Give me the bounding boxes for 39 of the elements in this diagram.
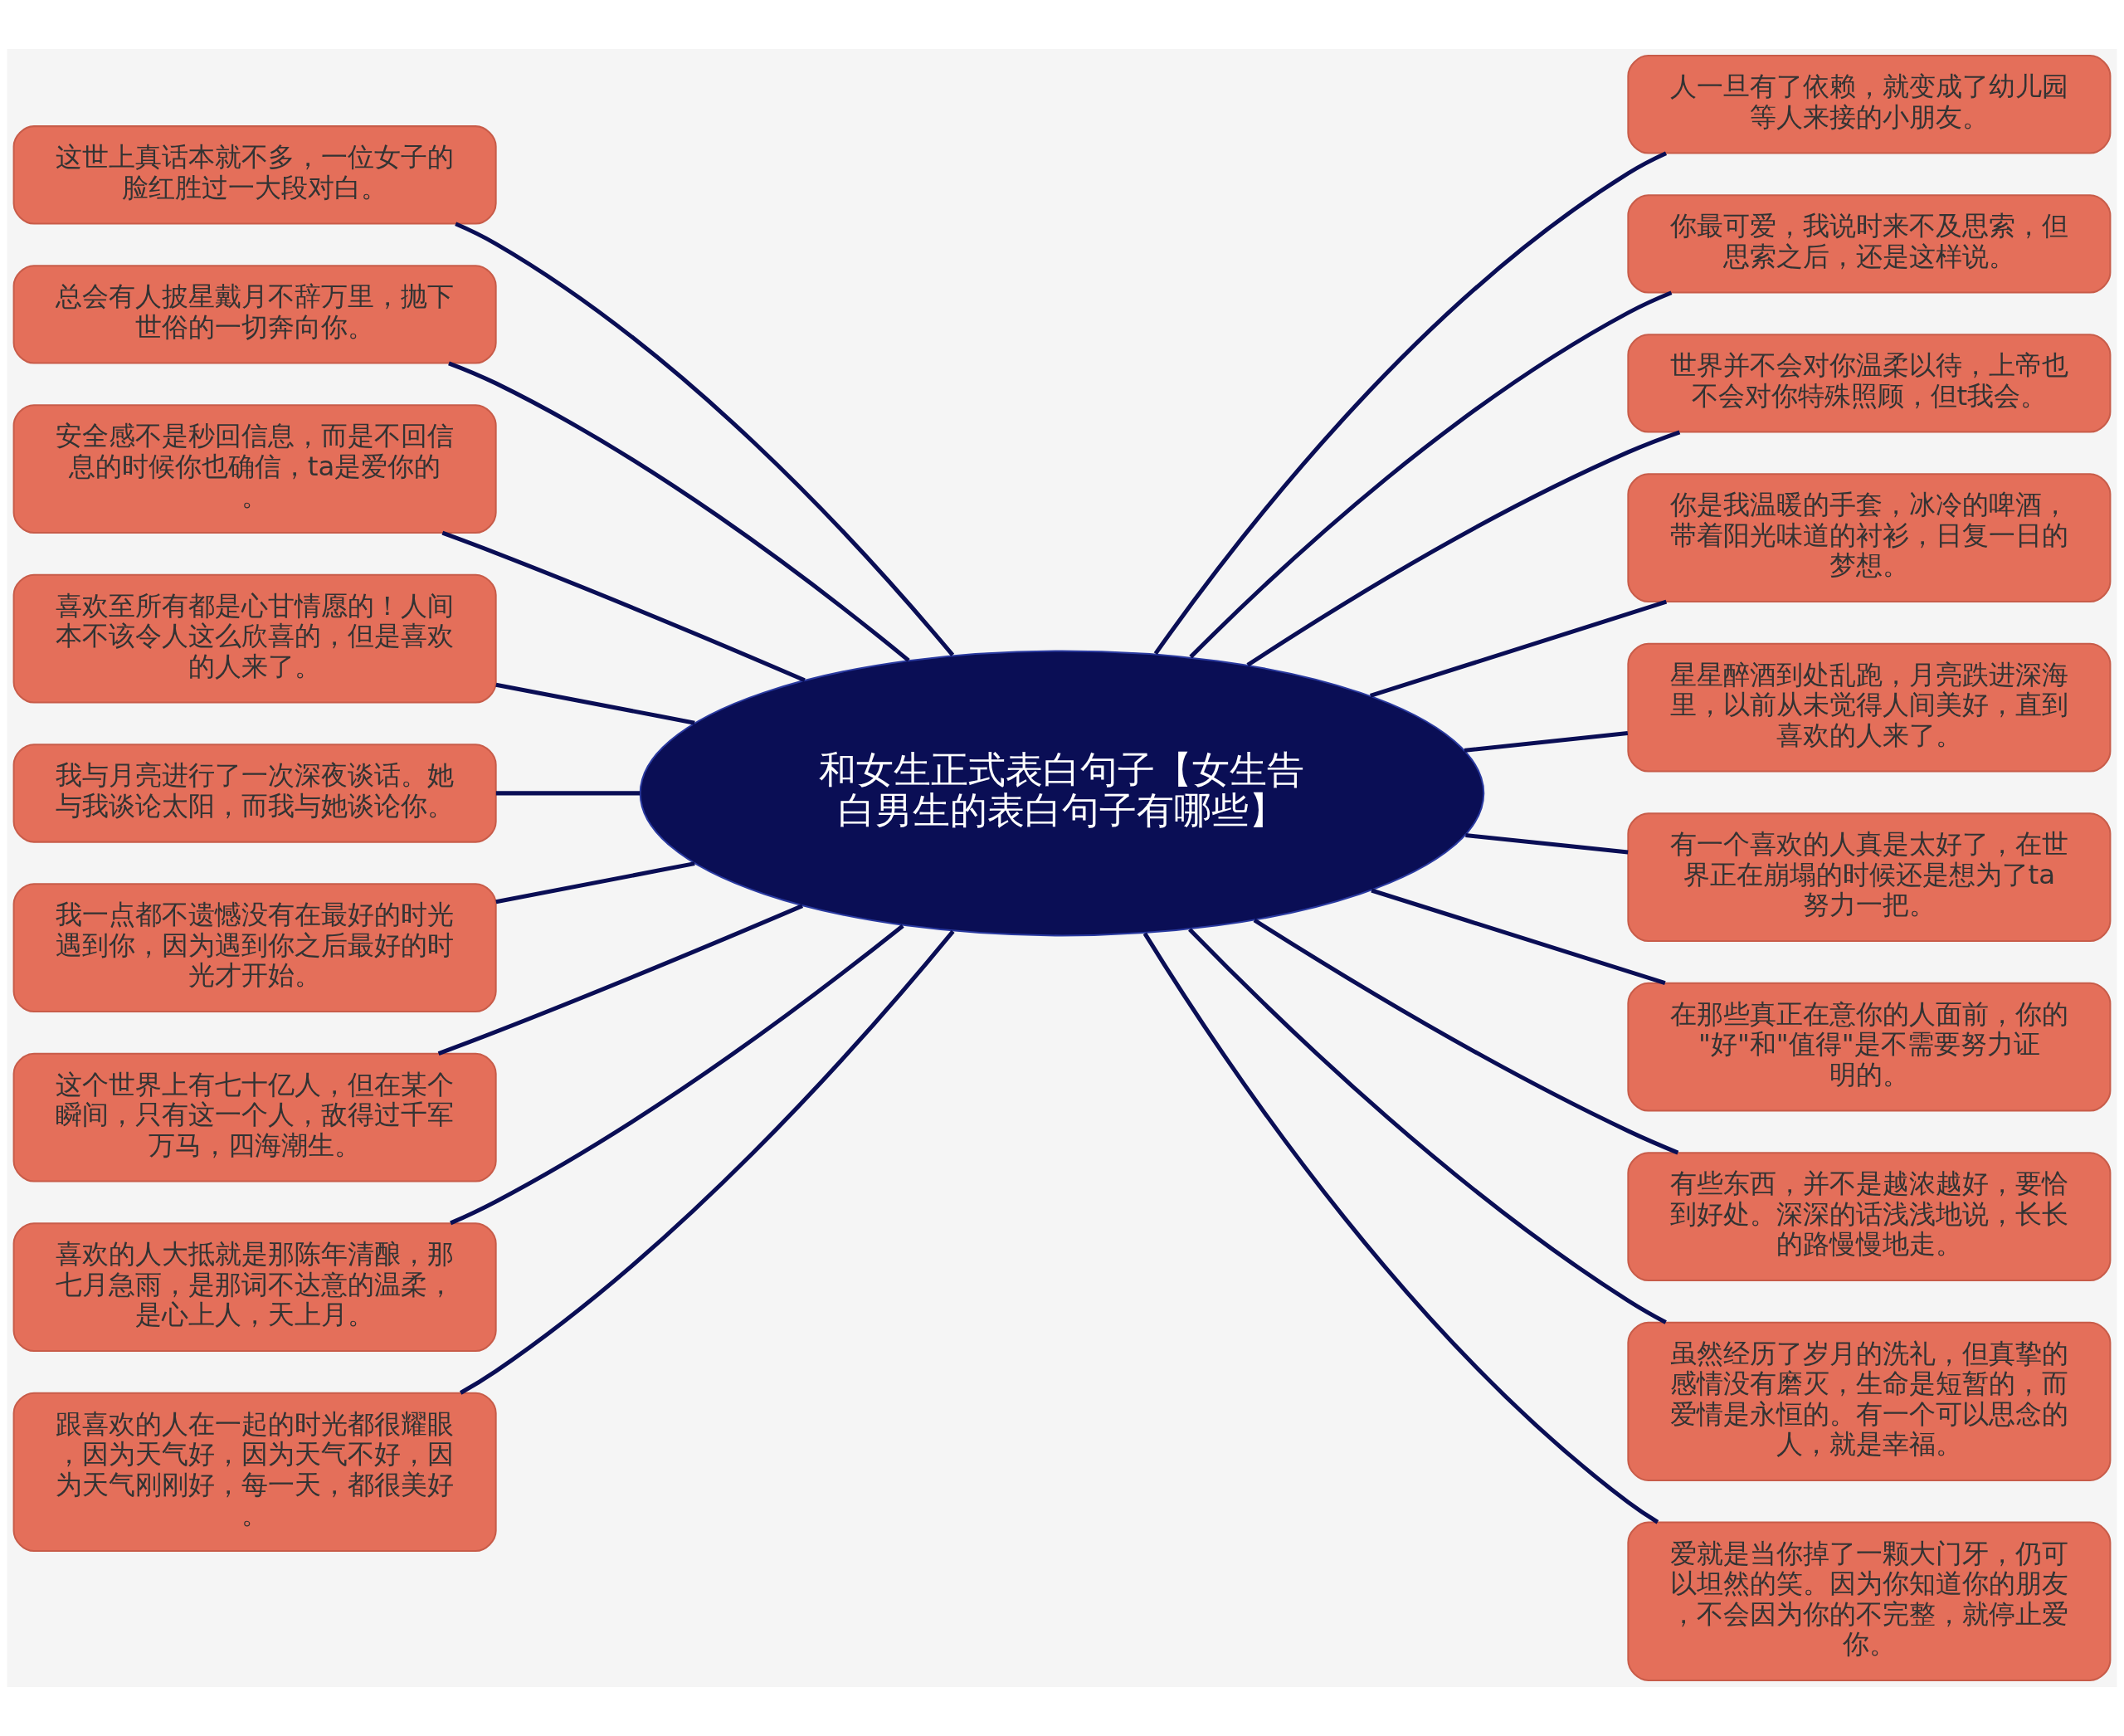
connector [1465, 833, 1629, 855]
connector [495, 861, 695, 905]
node-box: 喜欢至所有都是心甘情愿的！人间本不该令人这么欣喜的，但是喜欢的人来了。 [12, 573, 497, 704]
node-ellipse: 和女生正式表白句子【女生告白男生的表白句子有哪些】 [639, 650, 1485, 937]
connector [459, 929, 955, 1395]
connector [448, 361, 910, 662]
connector [1253, 918, 1679, 1155]
node-box: 有一个喜欢的人真是太好了，在世界正在崩塌的时候还是想为了ta努力一把。 [1627, 812, 2112, 943]
node-box: 星星醉酒到处乱跑，月亮跌进深海里，以前从未觉得人间美好，直到喜欢的人来了。 [1627, 642, 2112, 773]
connector [1246, 430, 1681, 667]
node-box: 跟喜欢的人在一起的时光都很耀眼，因为天气好，因为天气不好，因为天气刚刚好，每一天，都很美好。 [12, 1392, 497, 1552]
connector [437, 904, 803, 1056]
node-box: 这个世界上有七十亿人，但在某个瞬间，只有这一个人，敌得过千军万马，四海潮生。 [12, 1052, 497, 1183]
node-box: 我一点都不遗憾没有在最好的时光遇到你，因为遇到你之后最好的时光才开始。 [12, 883, 497, 1013]
connector [495, 682, 695, 725]
connector [1153, 151, 1668, 656]
connector [1142, 932, 1659, 1524]
connector [495, 791, 641, 796]
node-box: 我与月亮进行了一次深夜谈话。她与我谈论太阳，而我与她谈论你。 [12, 744, 497, 843]
node-box: 总会有人披星戴月不辞万里，抛下世俗的一切奔向你。 [12, 265, 497, 364]
connector [455, 222, 955, 657]
node-box: 喜欢的人大抵就是那陈年清酿，那七月急雨，是那词不达意的温柔，是心上人，天上月。 [12, 1222, 497, 1353]
connector [1189, 290, 1673, 659]
node-box: 爱就是当你掉了一颗大门牙，仍可以坦然的笑。因为你知道你的朋友，不会因为你的不完整，就停止爱你。 [1627, 1521, 2112, 1681]
node-box: 虽然经历了岁月的洗礼，但真挚的感情没有磨灭，生命是短暂的，而爱情是永恒的。有一个可以思念的人，就是幸福。 [1627, 1321, 2112, 1481]
connector [1188, 928, 1667, 1324]
node-box: 你是我温暖的手套，冰冷的啤酒，带着阳光味道的衬衫，日复一日的梦想。 [1627, 473, 2112, 603]
connector [1371, 888, 1666, 986]
node-box: 世界并不会对你温柔以待，上帝也不会对你特殊照顾，但t我会。 [1627, 334, 2112, 433]
connector [450, 924, 904, 1226]
connector [1369, 599, 1668, 698]
connector [1464, 730, 1629, 753]
node-box: 人一旦有了依赖，就变成了幼儿园等人来接的小朋友。 [1627, 55, 2112, 154]
node-box: 这世上真话本就不多，一位女子的脸红胜过一大段对白。 [12, 125, 497, 225]
node-box: 你最可爱，我说时来不及思索，但思索之后，还是这样说。 [1627, 194, 2112, 294]
node-box: 有些东西，并不是越浓越好，要恰到好处。深深的话浅浅地说，长长的路慢慢地走。 [1627, 1152, 2112, 1282]
node-box: 安全感不是秒回信息，而是不回信息的时候你也确信，ta是爱你的。 [12, 404, 497, 534]
connector [441, 530, 806, 683]
node-box: 在那些真正在意你的人面前，你的"好"和"值得"是不需要努力证明的。 [1627, 982, 2112, 1112]
